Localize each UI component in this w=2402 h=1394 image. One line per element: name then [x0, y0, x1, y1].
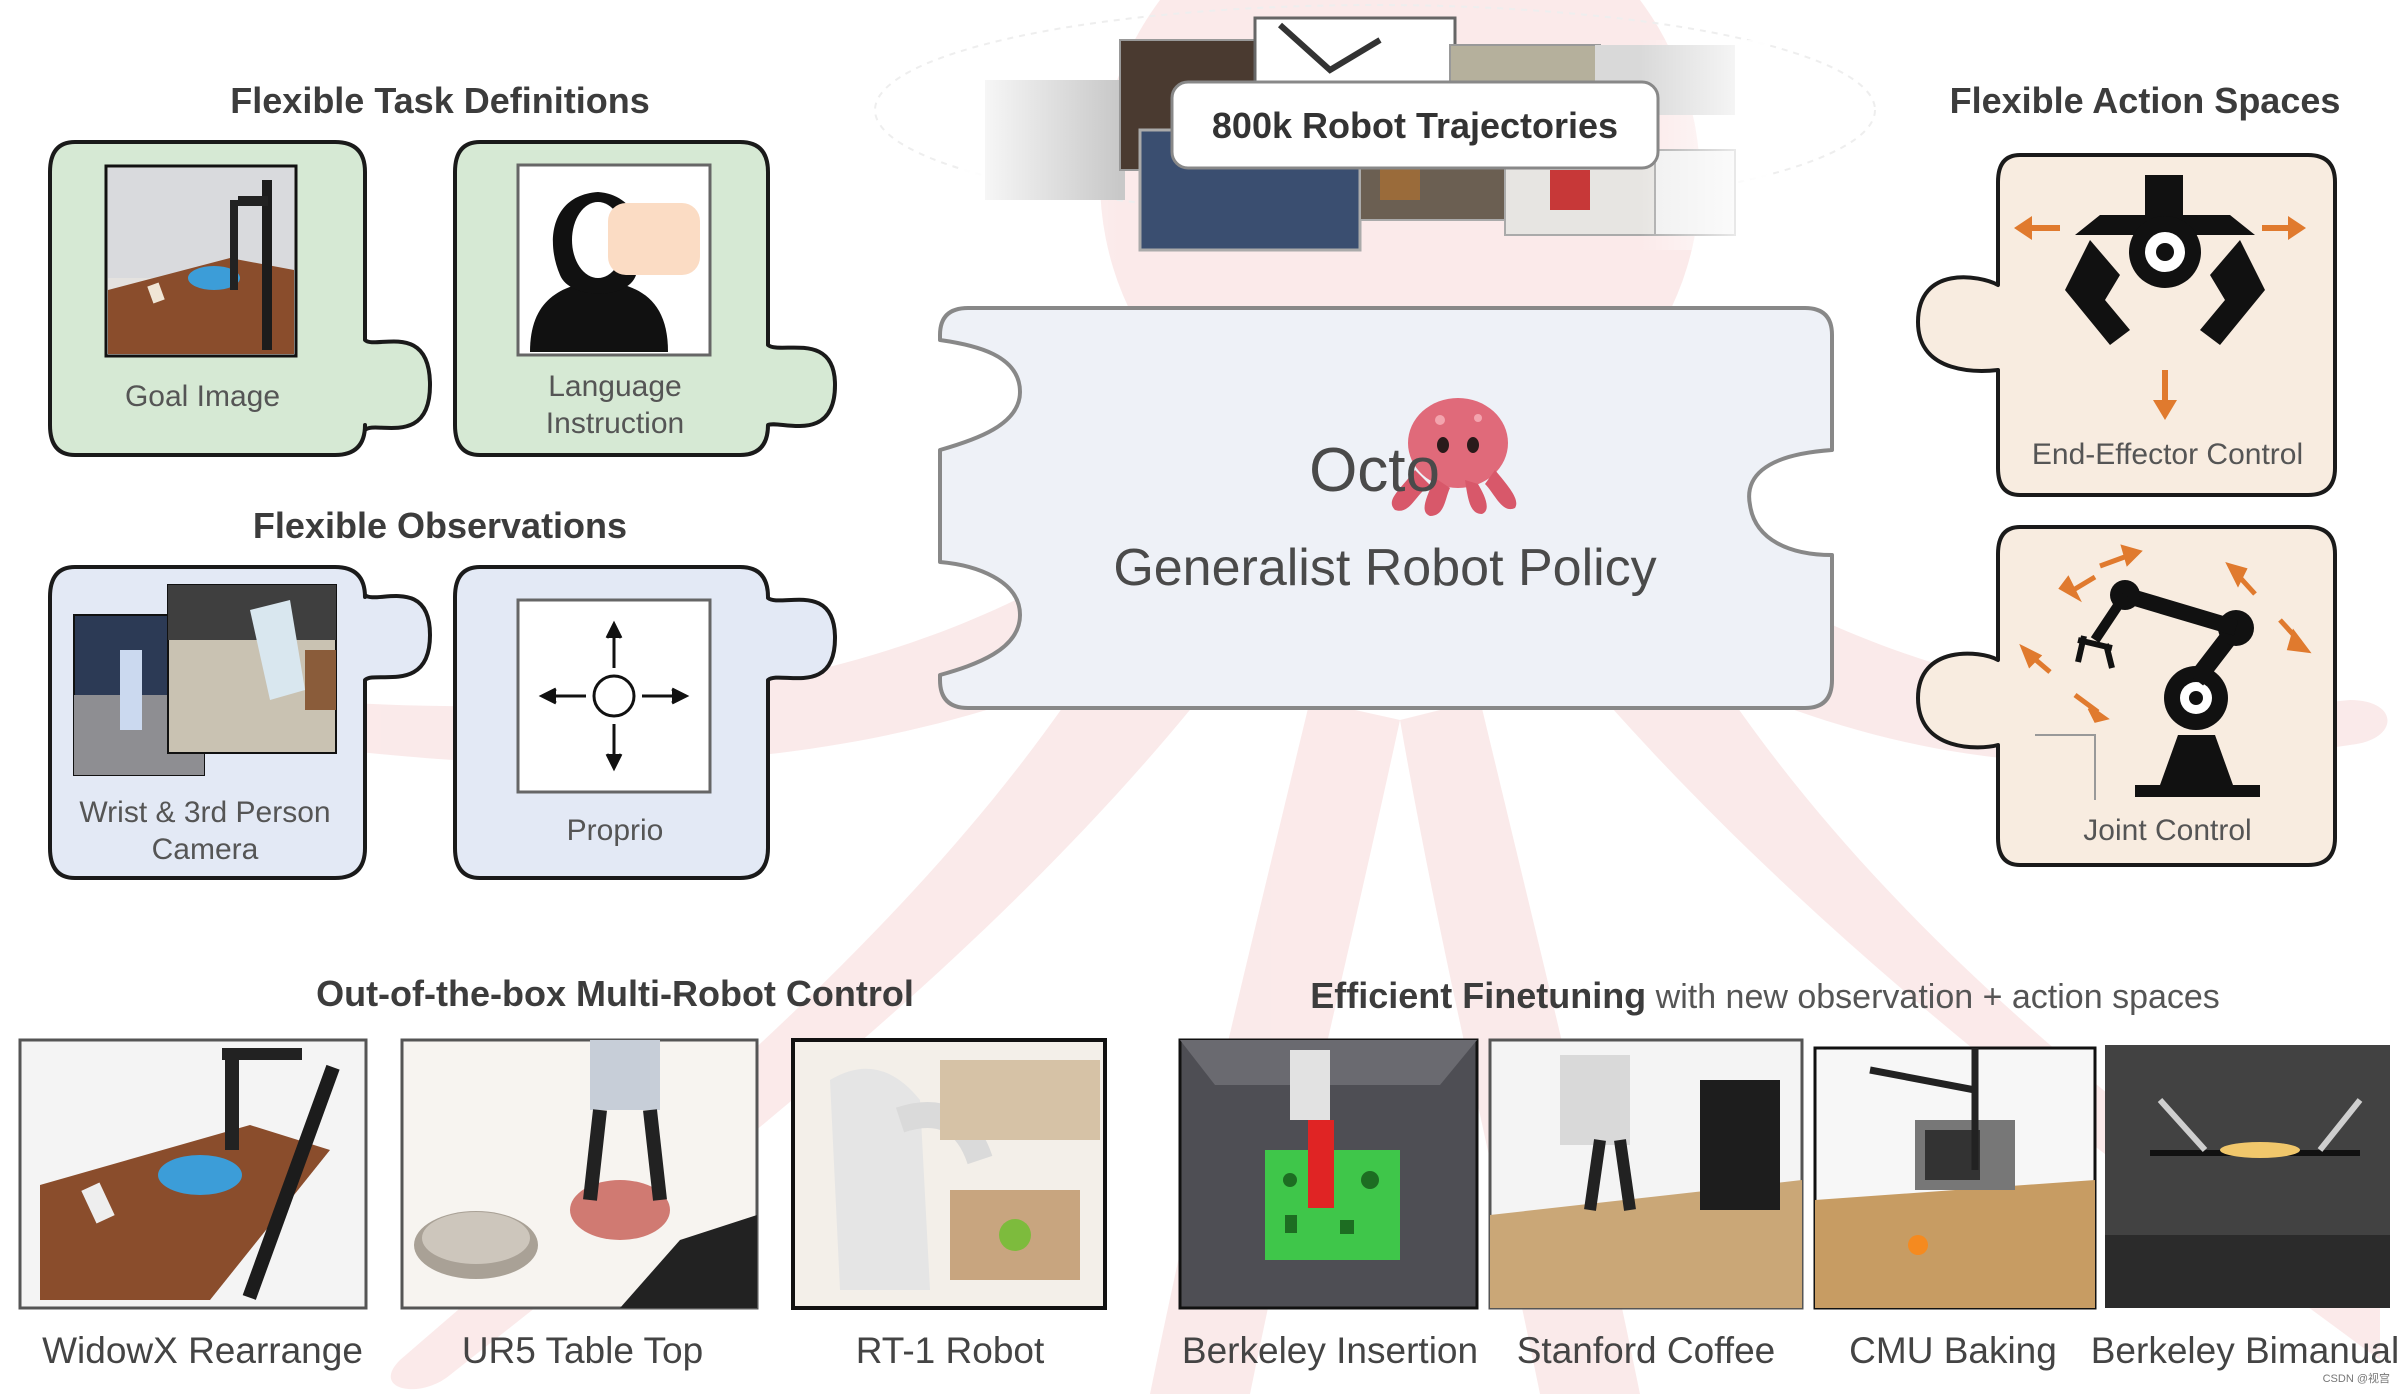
- observations-title: Flexible Observations: [252, 505, 628, 546]
- trajectories-label: 800k Robot Trajectories: [1211, 105, 1619, 146]
- wrist-camera-line2: Camera: [151, 833, 259, 866]
- language-instruction-line2: Instruction: [545, 407, 685, 440]
- goal-image-photo: [104, 164, 298, 358]
- task-label-cmu-baking: CMU Baking: [1849, 1330, 2057, 1371]
- octo-title: Octo: [1309, 436, 1440, 505]
- joint-control-arrows: [2019, 544, 2312, 723]
- action-spaces-title: Flexible Action Spaces: [1949, 80, 2341, 121]
- trajectories-collage: [960, 16, 1770, 260]
- robot-arm-icon: [2035, 580, 2260, 800]
- berkeley-bimanual-photo: [2105, 1045, 2390, 1308]
- end-effector-label: End-Effector Control: [2031, 438, 2304, 471]
- task-definitions-title: Flexible Task Definitions: [230, 80, 650, 121]
- language-instruction-line1: Language: [548, 370, 682, 403]
- language-instruction-label: Language Instruction: [465, 368, 765, 442]
- joint-control-label: Joint Control: [2083, 814, 2252, 847]
- task-label-berkeley-bimanual: Berkeley Bimanual: [2090, 1330, 2400, 1371]
- task-label-berkeley-insertion: Berkeley Insertion: [1181, 1330, 1479, 1371]
- robot-label-ur5: UR5 Table Top: [461, 1330, 704, 1371]
- wrist-camera-label: Wrist & 3rd Person Camera: [55, 794, 355, 868]
- proprio-label: Proprio: [566, 814, 664, 847]
- proprio-compass-icon: [516, 598, 712, 794]
- stanford-coffee-photo: [1488, 1038, 1804, 1310]
- robot-label-rt1: RT-1 Robot: [855, 1330, 1045, 1371]
- watermark: CSDN @视宫: [2322, 1373, 2390, 1385]
- rt1-photo: [791, 1038, 1107, 1310]
- gripper-icon: [2065, 175, 2265, 345]
- task-label-stanford-coffee: Stanford Coffee: [1516, 1330, 1776, 1371]
- wrist-camera-photos: [73, 584, 337, 776]
- berkeley-insertion-photo: [1178, 1038, 1479, 1310]
- finetuning-title: Efficient Finetuning with new observatio…: [1190, 975, 2340, 1017]
- ur5-photo: [400, 1038, 759, 1310]
- cmu-baking-photo: [1813, 1046, 2097, 1310]
- finetuning-title-rest: with new observation + action spaces: [1655, 978, 2220, 1016]
- finetuning-title-bold: Efficient Finetuning: [1310, 975, 1647, 1016]
- wrist-camera-line1: Wrist & 3rd Person: [79, 796, 331, 829]
- end-effector-piece: [1916, 153, 2337, 497]
- octopus-icon: [1391, 398, 1517, 516]
- trajectories-halo: [874, 4, 1876, 216]
- octo-policy-piece: [938, 306, 1834, 710]
- octo-subtitle: Generalist Robot Policy: [1113, 539, 1657, 597]
- multi-robot-title: Out-of-the-box Multi-Robot Control: [316, 973, 914, 1014]
- robot-label-widowx: WidowX Rearrange: [42, 1330, 363, 1371]
- end-effector-arrows: [2014, 216, 2306, 420]
- person-speaking-icon: [516, 163, 712, 357]
- goal-image-label: Goal Image: [124, 380, 281, 413]
- widowx-photo: [18, 1038, 368, 1310]
